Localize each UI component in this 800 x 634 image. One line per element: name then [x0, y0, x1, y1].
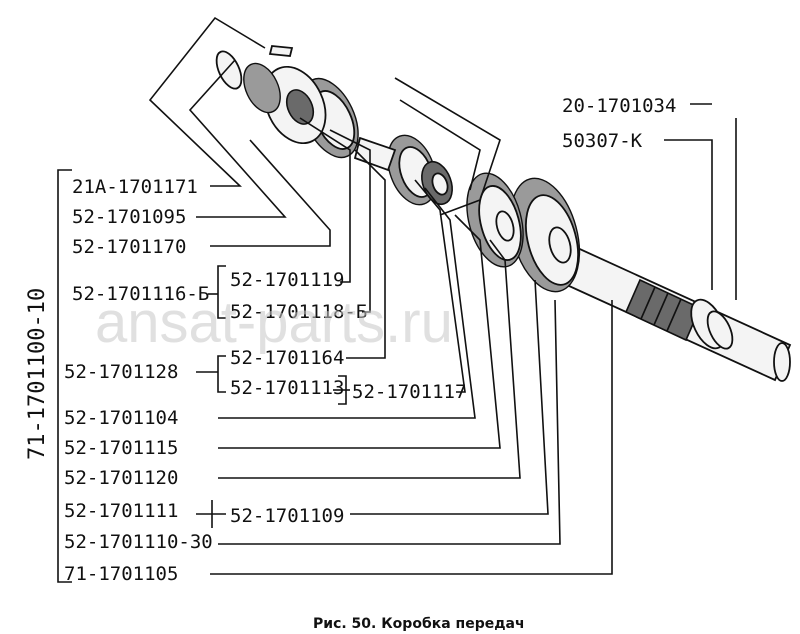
part-label: 52-1701113: [230, 377, 344, 399]
part-label: 52-1701095: [72, 206, 186, 228]
part-label: 52-1701164: [230, 347, 344, 369]
part-label: 52-1701109: [230, 505, 344, 527]
part-label: 52-1701128: [64, 361, 178, 383]
part-label: 52-1701104: [64, 407, 178, 429]
part-label: 52-1701116-Б: [72, 283, 209, 305]
part-label: 52-1701111: [64, 500, 178, 522]
leader-lines: [57, 16, 737, 583]
assembly-label: 71-1701100-10: [25, 288, 50, 460]
part-label: 52-1701110-30: [64, 531, 213, 553]
part-label: 52-1701117: [352, 381, 466, 403]
part-label: 52-1701119: [230, 269, 344, 291]
part-label: 20-1701034: [562, 95, 676, 117]
part-label: 71-1701105: [64, 563, 178, 585]
figure-caption: Рис. 50. Коробка передач: [313, 616, 525, 632]
part-label: 21А-1701171: [72, 176, 198, 198]
part-label: 50307-К: [562, 130, 643, 152]
watermark: ansat-parts.ru: [95, 290, 453, 355]
large-gear: [509, 177, 581, 293]
part-label: 52-1701170: [72, 236, 186, 258]
part-label: 52-1701115: [64, 437, 178, 459]
part-label: 52-1701118-Б: [230, 301, 367, 323]
main-shaft: [543, 238, 792, 382]
part-labels: 71-1701100-10 21А-1701171 52-1701095 52-…: [25, 95, 676, 585]
part-label: 52-1701120: [64, 467, 178, 489]
